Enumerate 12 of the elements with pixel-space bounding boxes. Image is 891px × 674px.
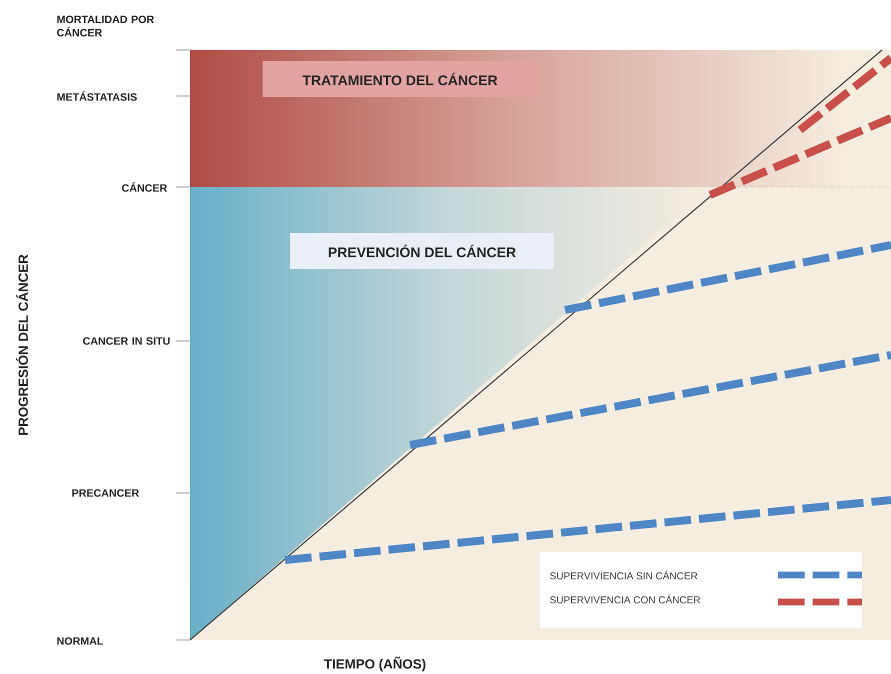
axis-title: PROGRESIÓN DEL CÁNCER [16, 254, 28, 435]
legend-text: SUPERVIVENCIA CON CÁNCER [550, 594, 700, 604]
band-label-box: PREVENCIÓN DEL CÁNCER [290, 233, 554, 269]
tick-label: CANCER IN SITU [83, 337, 170, 345]
legend-text: SUPERVIVIENCIA SIN CÁNCER [550, 570, 698, 580]
axis-title: TIEMPO (AÑOS) [324, 656, 426, 672]
tick-label: CÁNCER [122, 182, 167, 192]
tick-label: MORTALIDAD POR CÁNCER [57, 16, 154, 36]
tick-label: PRECANCER [72, 489, 139, 497]
tick-label: NORMAL [57, 637, 104, 645]
band-label-box: TRATAMIENTO DEL CÁNCER [262, 61, 538, 97]
tick-label: METÁSTATASIS [57, 91, 137, 101]
